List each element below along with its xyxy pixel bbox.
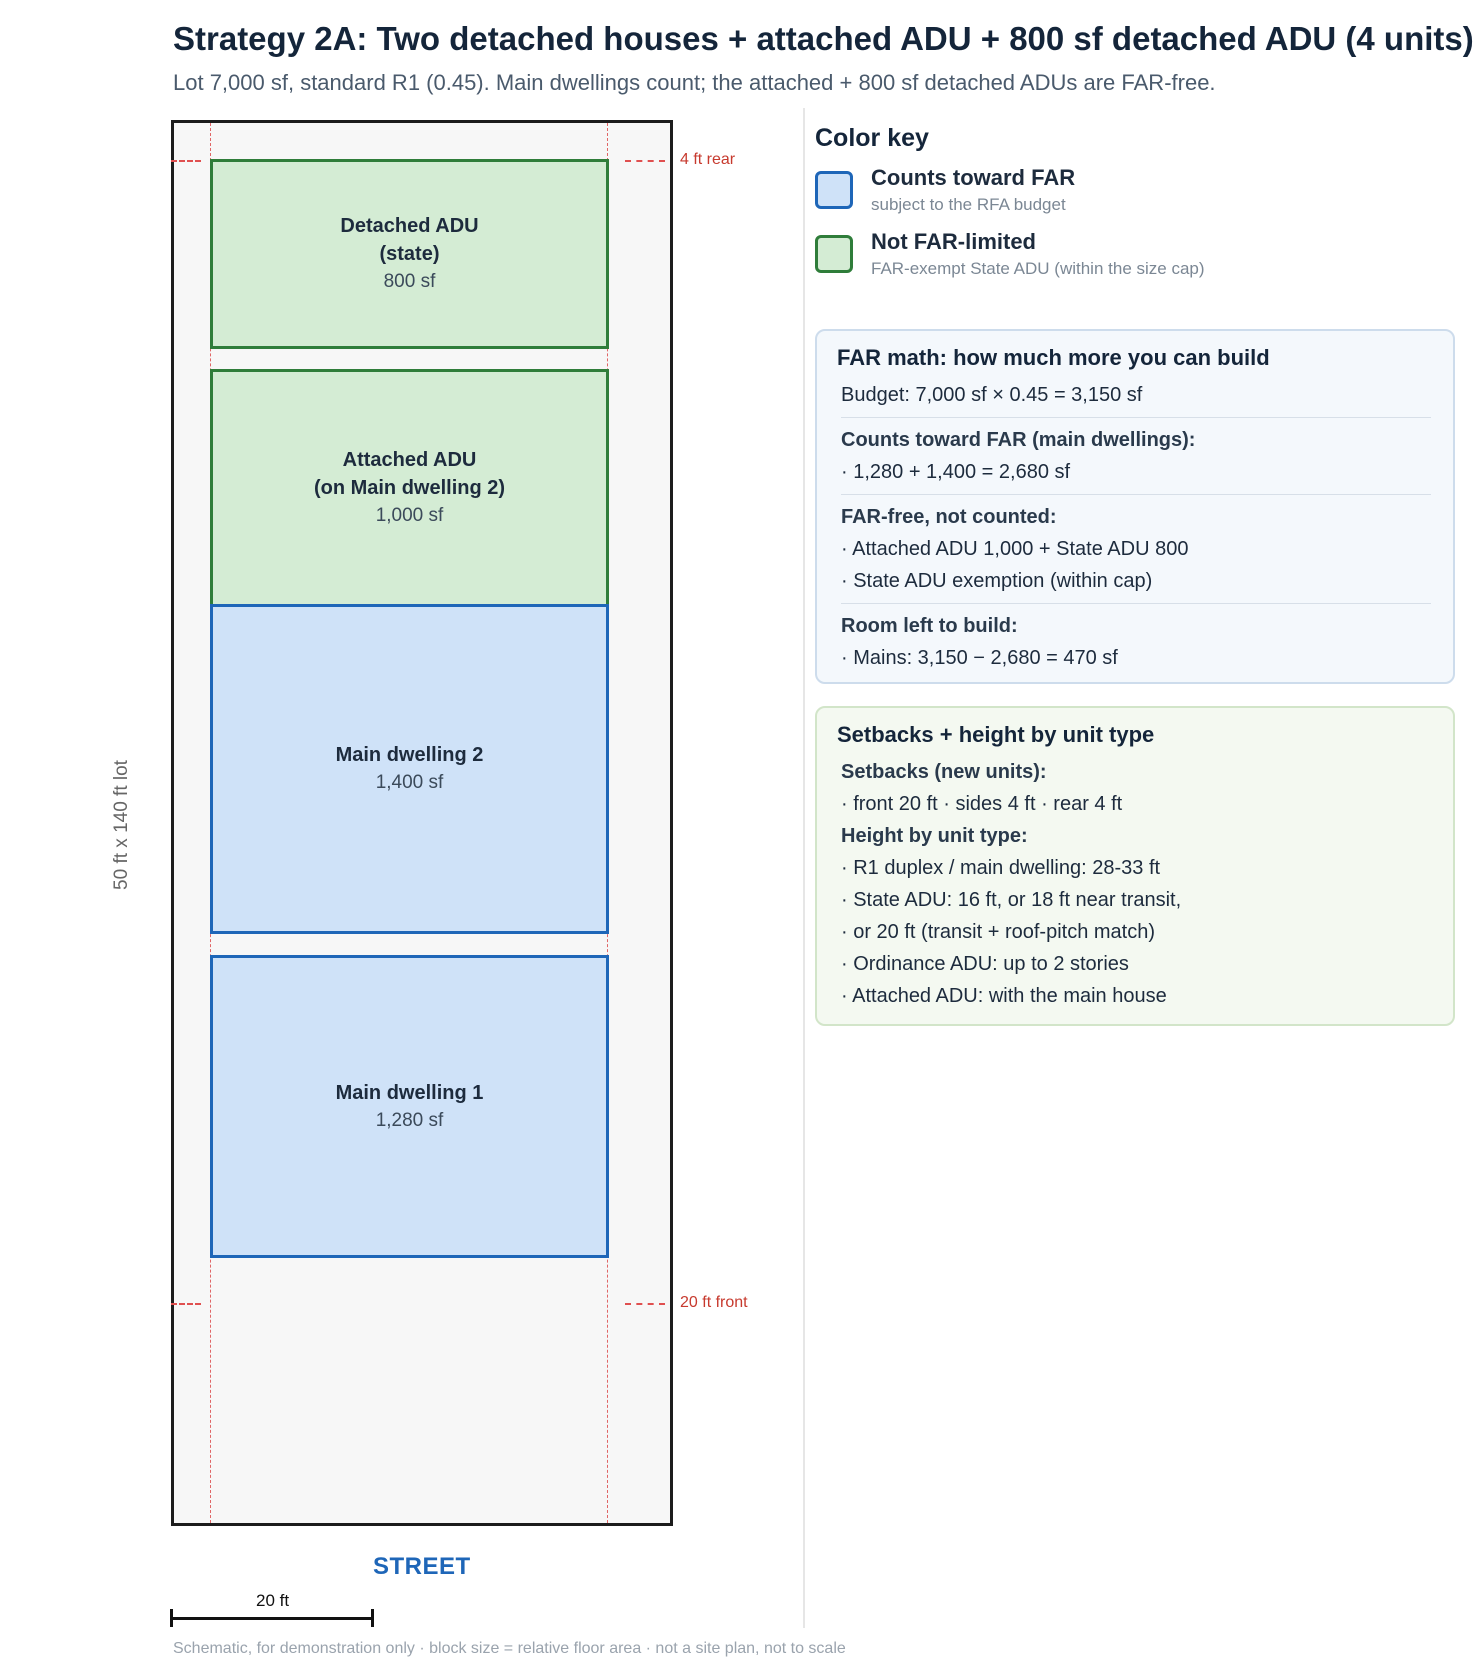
key-label: Not FAR-limited	[871, 229, 1036, 254]
street-label: STREET	[373, 1553, 471, 1580]
block-area: 1,400 sf	[375, 772, 444, 793]
page-subtitle: Lot 7,000 sf, standard R1 (0.45). Main d…	[173, 70, 1216, 95]
section-heading: Height by unit type:	[841, 825, 1028, 847]
front-setback-label: 20 ft front	[680, 1294, 748, 1311]
front-setback-line-right	[625, 1303, 665, 1305]
section-heading: Setbacks (new units):	[841, 761, 1047, 783]
column-divider	[803, 108, 805, 1628]
front-setback-line-left	[171, 1303, 201, 1305]
block-name: Main dwelling 1	[335, 1081, 484, 1104]
block-name: Detached ADU (state)	[340, 215, 479, 265]
lot-dimension-label: 50 ft x 140 ft lot	[111, 760, 132, 890]
key-sub: FAR-exempt State ADU (within the size ca…	[871, 259, 1205, 278]
detail-row: · Attached ADU: with the main house	[841, 985, 1167, 1007]
swatch-blue	[815, 171, 853, 209]
detail-row: · State ADU exemption (within cap)	[841, 570, 1153, 592]
section-heading: Room left to build:	[841, 615, 1018, 637]
footnote: Schematic, for demonstration only · bloc…	[173, 1640, 846, 1657]
block-area: 1,280 sf	[375, 1109, 444, 1131]
block-name: Attached ADU (on Main dwelling 2)	[313, 449, 506, 499]
key-label: Counts toward FAR	[871, 165, 1076, 190]
detail-row: · Mains: 3,150 − 2,680 = 470 sf	[841, 647, 1118, 669]
detail-row: · State ADU: 16 ft, or 18 ft near transi…	[841, 889, 1182, 911]
detail-row: · 1,280 + 1,400 = 2,680 sf	[841, 461, 1071, 483]
detail-row: · or 20 ft (transit + roof-pitch match)	[841, 921, 1155, 943]
block-attached-adu: Attached ADU (on Main dwelling 2) 1,000 …	[210, 369, 609, 607]
block-name: Main dwelling 2	[335, 744, 484, 766]
divider	[841, 417, 1431, 418]
block-main-dwelling-1: Main dwelling 1 1,280 sf	[210, 955, 609, 1258]
divider	[841, 494, 1431, 495]
block-detached-adu: Detached ADU (state) 800 sf	[210, 159, 609, 349]
setbacks-height-panel: Setbacks + height by unit type Setbacks …	[815, 706, 1455, 1026]
scale-bar-label: 20 ft	[256, 1591, 290, 1610]
rear-setback-label: 4 ft rear	[680, 151, 736, 168]
far-math-panel: FAR math: how much more you can build Bu…	[815, 329, 1455, 684]
page-title: Strategy 2A: Two detached houses + attac…	[173, 20, 1474, 57]
detail-row: · front 20 ft · sides 4 ft · rear 4 ft	[841, 793, 1123, 815]
detail-row: · R1 duplex / main dwelling: 28-33 ft	[841, 857, 1161, 879]
rear-setback-line-left	[171, 160, 201, 162]
swatch-green	[815, 235, 853, 273]
section-heading: FAR-free, not counted:	[841, 506, 1057, 528]
scale-bar-tick-right	[371, 1609, 374, 1627]
budget-row: Budget: 7,000 sf × 0.45 = 3,150 sf	[841, 384, 1143, 406]
detail-row: · Attached ADU 1,000 + State ADU 800	[841, 538, 1189, 560]
panel-title: Setbacks + height by unit type	[837, 722, 1155, 747]
panel-title: FAR math: how much more you can build	[837, 345, 1270, 370]
key-sub: subject to the RFA budget	[871, 195, 1066, 214]
block-main-dwelling-2: Main dwelling 2 1,400 sf	[210, 604, 609, 934]
divider	[841, 603, 1431, 604]
detail-row: · Ordinance ADU: up to 2 stories	[841, 953, 1129, 975]
block-area: 1,000 sf	[375, 505, 444, 526]
section-heading: Counts toward FAR (main dwellings):	[841, 429, 1196, 451]
lot-outline: Detached ADU (state) 800 sf Attached ADU…	[171, 120, 673, 1526]
rear-setback-line-right	[625, 160, 665, 162]
scale-bar-tick-left	[170, 1609, 173, 1627]
scale-bar	[171, 1617, 373, 1620]
block-area: 800 sf	[383, 271, 436, 292]
color-key-title: Color key	[815, 124, 929, 152]
